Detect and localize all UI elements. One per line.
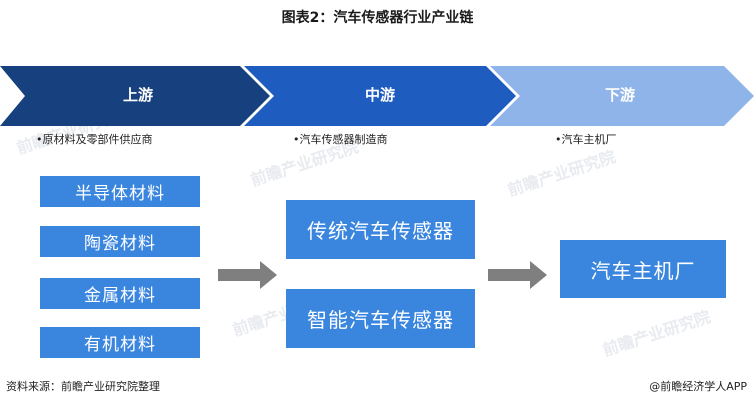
flow-arrow-upstream-to-midstream: [218, 261, 277, 289]
stage-upstream-chevron: [0, 66, 270, 126]
source-note: 资料来源：前瞻产业研究院整理: [6, 380, 160, 393]
watermark: 前瞻产业研究院: [600, 307, 713, 360]
stage-midstream-description: •汽车传感器制造商: [293, 133, 388, 146]
stage-midstream-chevron: [244, 66, 516, 126]
stage-downstream-label: 下游: [604, 86, 635, 104]
stage-downstream-description: •汽车主机厂: [555, 133, 617, 146]
stage-midstream-label: 中游: [364, 86, 395, 104]
stage-chevron-bar: [0, 66, 754, 126]
stage-downstream-chevron: [490, 66, 754, 126]
midstream-item-traditional: 传统汽车传感器: [286, 200, 475, 259]
brand-credit: @前瞻经济学人APP: [649, 380, 747, 393]
page-title: 图表2：汽车传感器行业产业链: [281, 10, 474, 26]
watermark: 前瞻产业研究院: [505, 147, 618, 200]
upstream-item-metal: 金属材料: [40, 278, 200, 309]
downstream-item-oem: 汽车主机厂: [560, 240, 726, 298]
upstream-item-semiconductor: 半导体材料: [40, 176, 200, 207]
midstream-item-intelligent: 智能汽车传感器: [286, 289, 475, 348]
stage-upstream-description: •原材料及零部件供应商: [36, 133, 153, 146]
upstream-item-organic: 有机材料: [40, 327, 200, 358]
flow-arrow-midstream-to-downstream: [488, 261, 547, 289]
stage-upstream-label: 上游: [122, 86, 153, 104]
upstream-item-ceramic: 陶瓷材料: [40, 226, 200, 257]
